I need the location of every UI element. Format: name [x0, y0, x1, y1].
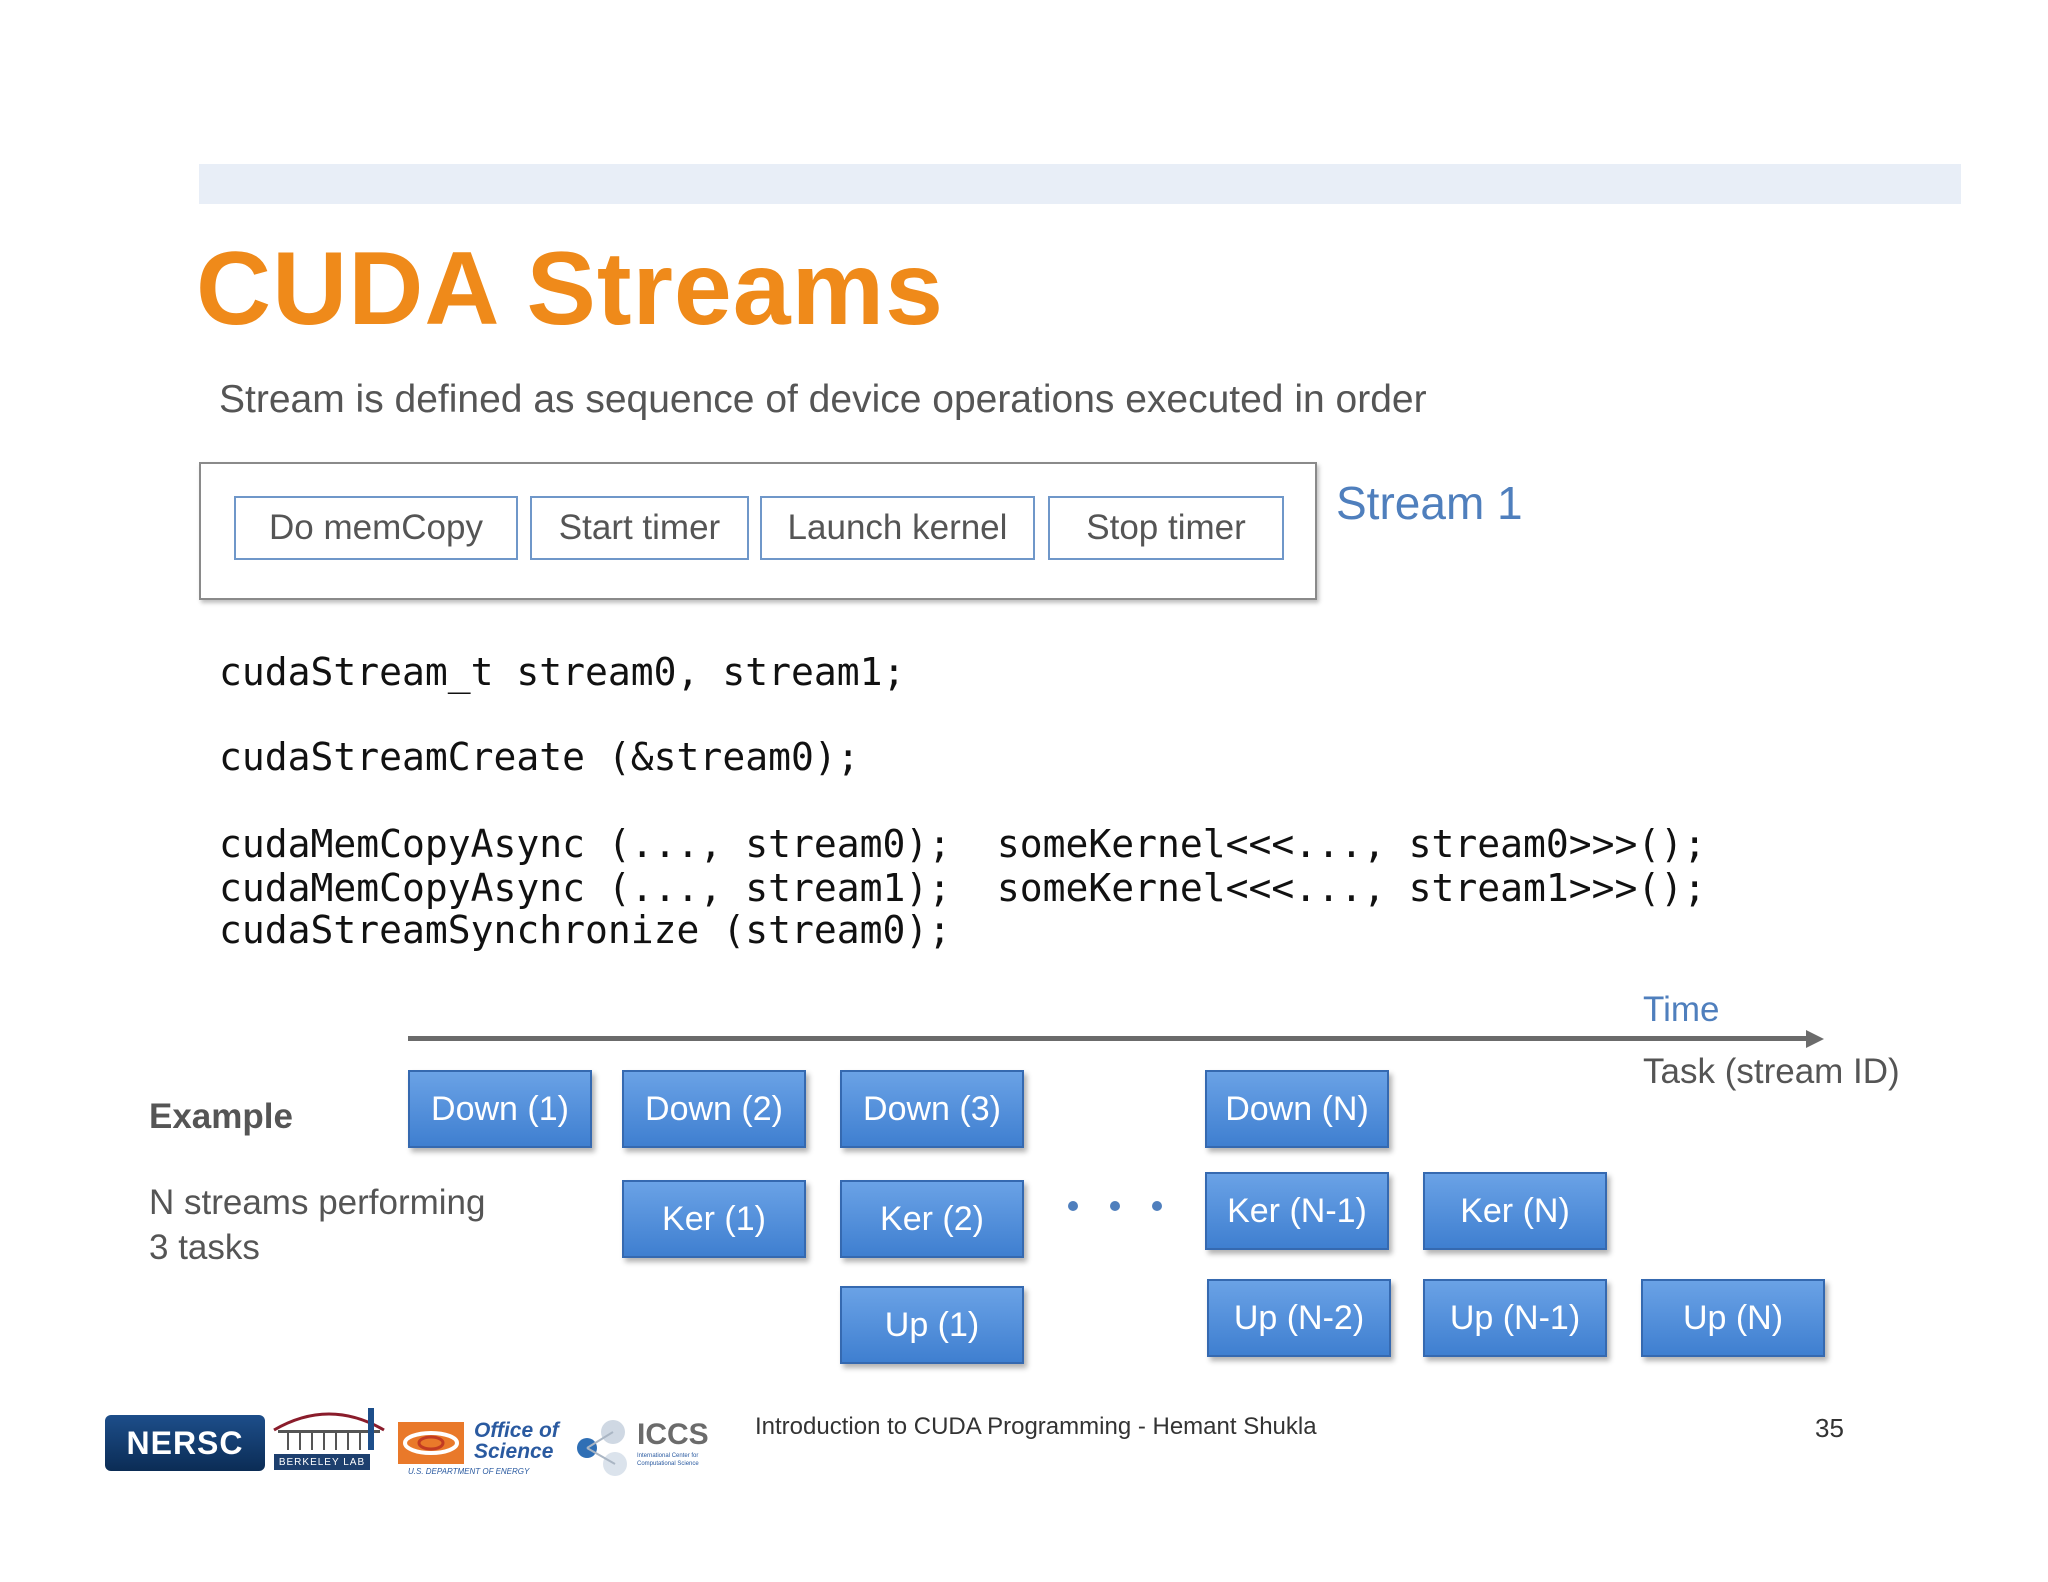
globe-icon [577, 1420, 627, 1476]
task-up-1: Up (1) [840, 1286, 1024, 1364]
time-axis-arrowhead [1806, 1030, 1824, 1048]
top-band [199, 164, 1961, 204]
task-label: Task (stream ID) [1643, 1052, 1900, 1091]
task-down-1: Down (1) [408, 1070, 592, 1148]
iccs-text: ICCS [637, 1418, 709, 1451]
code-line-4: cudaMemCopyAsync (..., stream1); someKer… [219, 866, 1707, 910]
task-up-n-minus-1: Up (N-1) [1423, 1279, 1607, 1357]
time-axis [408, 1036, 1808, 1041]
office-of-science-line-1: Office of [474, 1419, 559, 1442]
code-line-2: cudaStreamCreate (&stream0); [219, 735, 860, 779]
code-line-1: cudaStream_t stream0, stream1; [219, 650, 906, 694]
task-ker-1: Ker (1) [622, 1180, 806, 1258]
footer-text: Introduction to CUDA Programming - Heman… [755, 1413, 1317, 1440]
nersc-logo: NERSC [105, 1415, 265, 1471]
ellipsis-dot [1152, 1201, 1162, 1211]
time-label: Time [1643, 990, 1720, 1029]
task-down-3: Down (3) [840, 1070, 1024, 1148]
stream-label: Stream 1 [1336, 477, 1523, 529]
berkeley-lab-text: BERKELEY LAB [274, 1454, 370, 1470]
iccs-subtext: International Center for Computational S… [637, 1453, 699, 1467]
task-ker-n: Ker (N) [1423, 1172, 1607, 1250]
op-stop-timer: Stop timer [1048, 496, 1284, 560]
task-up-n: Up (N) [1641, 1279, 1825, 1357]
page-number: 35 [1815, 1413, 1844, 1443]
office-of-science-text: Office of Science [474, 1420, 559, 1462]
example-label: Example [149, 1097, 293, 1136]
slide-subtitle: Stream is defined as sequence of device … [219, 378, 1427, 421]
op-launch-kernel: Launch kernel [760, 496, 1035, 560]
task-ker-2: Ker (2) [840, 1180, 1024, 1258]
op-start-timer: Start timer [530, 496, 749, 560]
code-line-3: cudaMemCopyAsync (..., stream0); someKer… [219, 822, 1707, 866]
example-description-line-1: N streams performing [149, 1183, 486, 1222]
berkeley-building-icon [273, 1408, 385, 1450]
task-down-n: Down (N) [1205, 1070, 1389, 1148]
example-description-line-2: 3 tasks [149, 1228, 260, 1267]
task-down-2: Down (2) [622, 1070, 806, 1148]
task-ker-n-minus-1: Ker (N-1) [1205, 1172, 1389, 1250]
doe-text: U.S. DEPARTMENT OF ENERGY [408, 1467, 530, 1476]
slide-title: CUDA Streams [196, 231, 944, 347]
code-line-5: cudaStreamSynchronize (stream0); [219, 908, 952, 952]
office-of-science-line-2: Science [474, 1440, 554, 1463]
example-description: N streams performing 3 tasks [149, 1180, 485, 1270]
office-of-science-emblem [398, 1422, 464, 1464]
iccs-emblem [573, 1412, 633, 1482]
task-up-n-minus-2: Up (N-2) [1207, 1279, 1391, 1357]
ellipsis-dot [1110, 1201, 1120, 1211]
berkeley-lab-logo: BERKELEY LAB [270, 1400, 388, 1474]
atom-swirl-icon [398, 1422, 464, 1464]
ellipsis-dot [1068, 1201, 1078, 1211]
op-memcopy: Do memCopy [234, 496, 518, 560]
